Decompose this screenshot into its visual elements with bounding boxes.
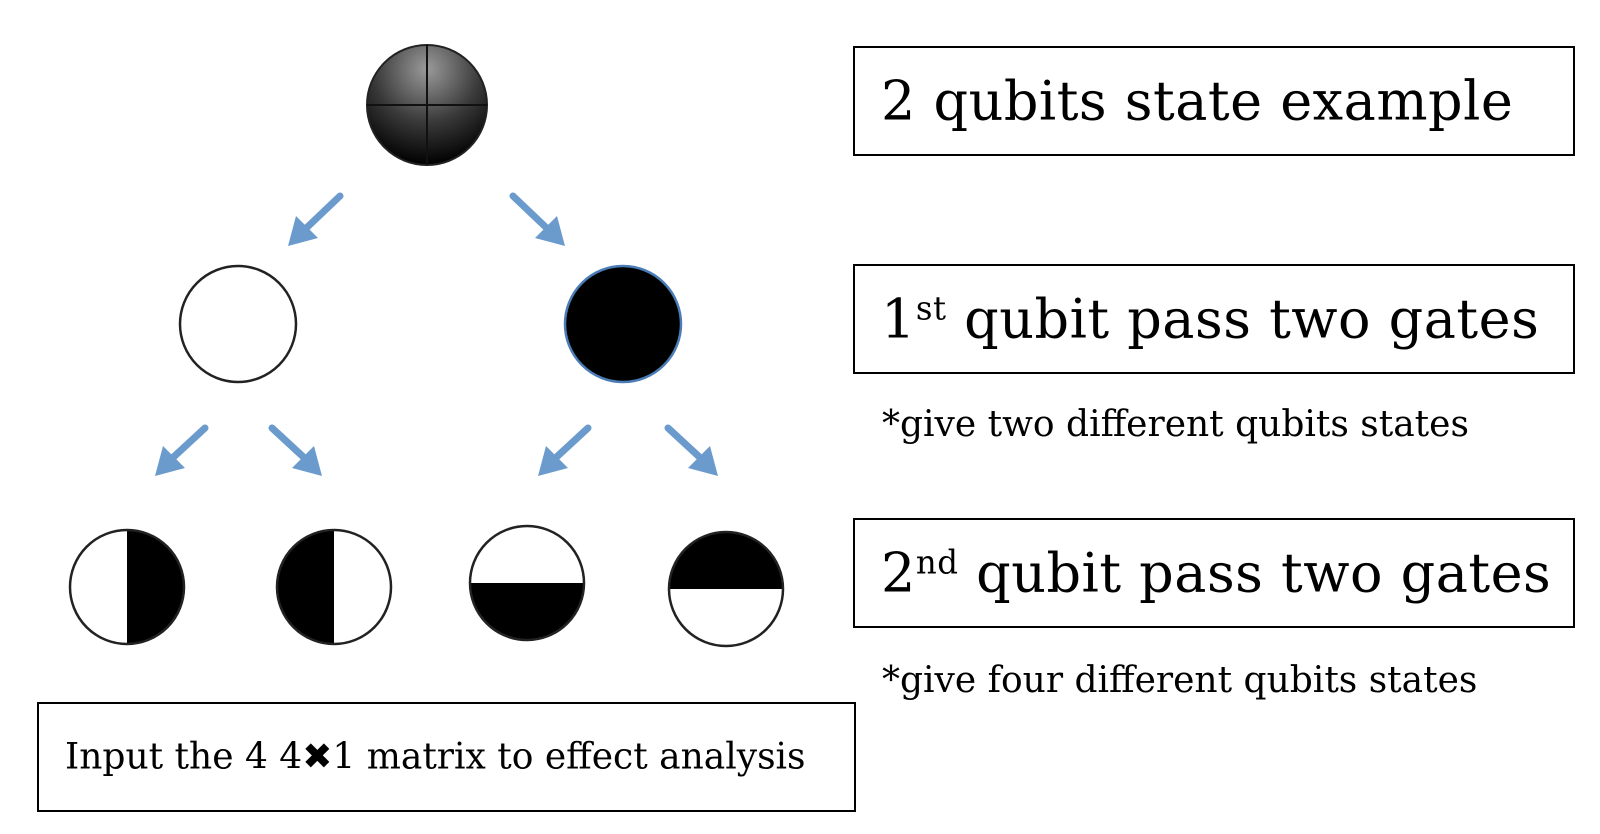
- multiply-symbol: ✖: [302, 736, 333, 778]
- white-state-node: [178, 264, 298, 384]
- arrows-level1: [295, 192, 558, 239]
- input-matrix-box: Input the 4 4✖1 matrix to effect analysi…: [37, 702, 856, 812]
- arrowheads-level2: [155, 446, 718, 476]
- second-qubit-label: 2nd qubit pass two gates: [881, 542, 1551, 605]
- first-qubit-label: 1st qubit pass two gates: [881, 288, 1539, 351]
- title-box: 2 qubits state example: [853, 46, 1575, 156]
- first-qubit-box: 1st qubit pass two gates: [853, 264, 1575, 374]
- second-qubit-ordinal: nd: [915, 543, 959, 582]
- bottom-half-black-node: [468, 524, 586, 642]
- first-qubit-ordinal: st: [915, 289, 947, 328]
- second-qubit-text: qubit pass two gates: [958, 541, 1552, 605]
- black-state-node: [563, 264, 683, 384]
- first-qubit-number: 1: [881, 287, 916, 351]
- second-qubit-box: 2nd qubit pass two gates: [853, 518, 1575, 628]
- arrowheads-level1: [288, 216, 565, 246]
- root-qubit-node: [366, 44, 488, 166]
- input-text-before: Input the 4 4: [65, 736, 303, 778]
- right-half-black-node: [68, 528, 186, 646]
- note-two-states: *give two different qubits states: [882, 404, 1469, 445]
- input-matrix-label: Input the 4 4✖1 matrix to effect analysi…: [65, 737, 806, 778]
- note-four-states: *give four different qubits states: [882, 660, 1478, 701]
- left-half-black-node: [275, 528, 393, 646]
- top-half-black-node: [667, 530, 785, 648]
- first-qubit-text: qubit pass two gates: [946, 287, 1540, 351]
- title-label: 2 qubits state example: [881, 69, 1514, 133]
- second-qubit-number: 2: [881, 541, 916, 605]
- input-text-after: 1 matrix to effect analysis: [332, 736, 806, 778]
- arrows-level2: [162, 424, 711, 468]
